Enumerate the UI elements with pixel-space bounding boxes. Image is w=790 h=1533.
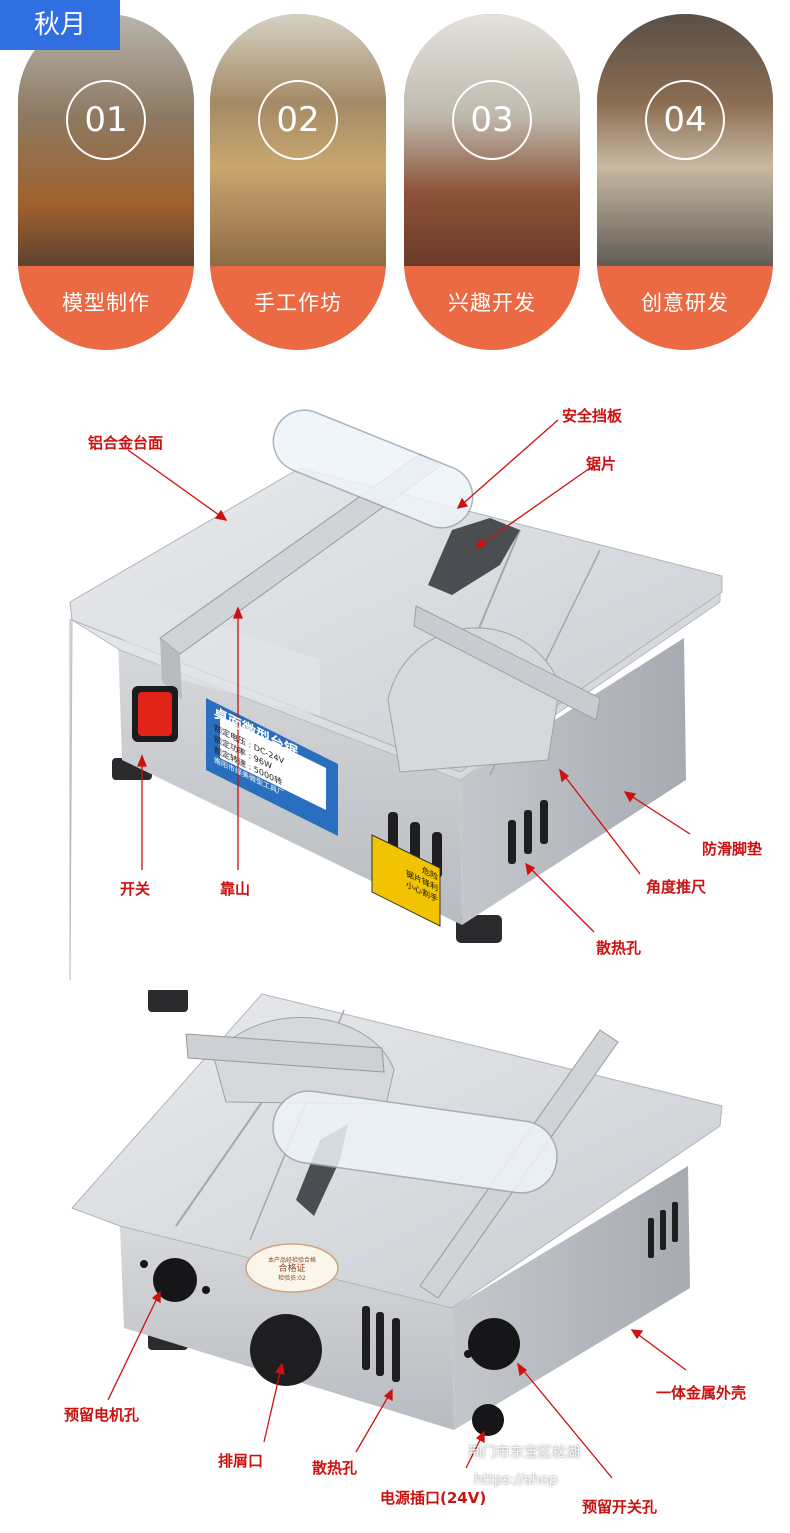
scene-number: 03: [452, 80, 532, 160]
callout-vents-bottom: 散热孔: [312, 1459, 358, 1477]
cert-title: 合格证: [278, 1264, 306, 1274]
scene-number: 04: [645, 80, 725, 160]
table-saw-rear-view: [71, 990, 723, 1479]
callout-vents: 散热孔: [596, 939, 642, 957]
watermark-line2: https://shop: [474, 1472, 558, 1488]
scene-number: 02: [258, 80, 338, 160]
scene-label: 创意研发: [597, 266, 773, 350]
table-saw-front-view: [69, 409, 723, 980]
callout-switch-hole: 预留开关孔: [582, 1498, 658, 1516]
callout-shell: 一体金属外壳: [656, 1384, 747, 1402]
cert-head: 本产品经检验合格: [267, 1257, 316, 1264]
shop-tag: 秋月: [0, 0, 120, 50]
scene-label: 兴趣开发: [404, 266, 580, 350]
callout-blade: 锯片: [586, 455, 617, 473]
callout-miter: 角度推尺: [646, 878, 707, 896]
callout-motor-hole: 预留电机孔: [64, 1406, 140, 1424]
callout-feet: 防滑脚垫: [702, 840, 763, 858]
callout-fence: 靠山: [220, 880, 251, 898]
scene-number: 01: [66, 80, 146, 160]
scene-label: 手工作坊: [210, 266, 386, 350]
scene-card-4: 04 创意研发: [597, 14, 773, 350]
callout-tabletop: 铝合金台面: [88, 434, 164, 452]
callout-switch: 开关: [120, 880, 151, 898]
callout-guard: 安全挡板: [562, 407, 623, 425]
watermark-line1: 荆门市东宝区松湖: [468, 1445, 580, 1461]
cert-sticker: 本产品经检验合格 合格证 检验员:02: [254, 1256, 330, 1283]
scene-card-3: 03 兴趣开发: [404, 14, 580, 350]
callout-power-jack: 电源插口(24V): [380, 1489, 487, 1507]
scene-card-2: 02 手工作坊: [210, 14, 386, 350]
cert-line: 检验员:02: [278, 1275, 306, 1282]
callout-chip-outlet: 排屑口: [218, 1452, 264, 1470]
scene-card-1: 01 模型制作: [18, 14, 194, 350]
scene-label: 模型制作: [18, 266, 194, 350]
